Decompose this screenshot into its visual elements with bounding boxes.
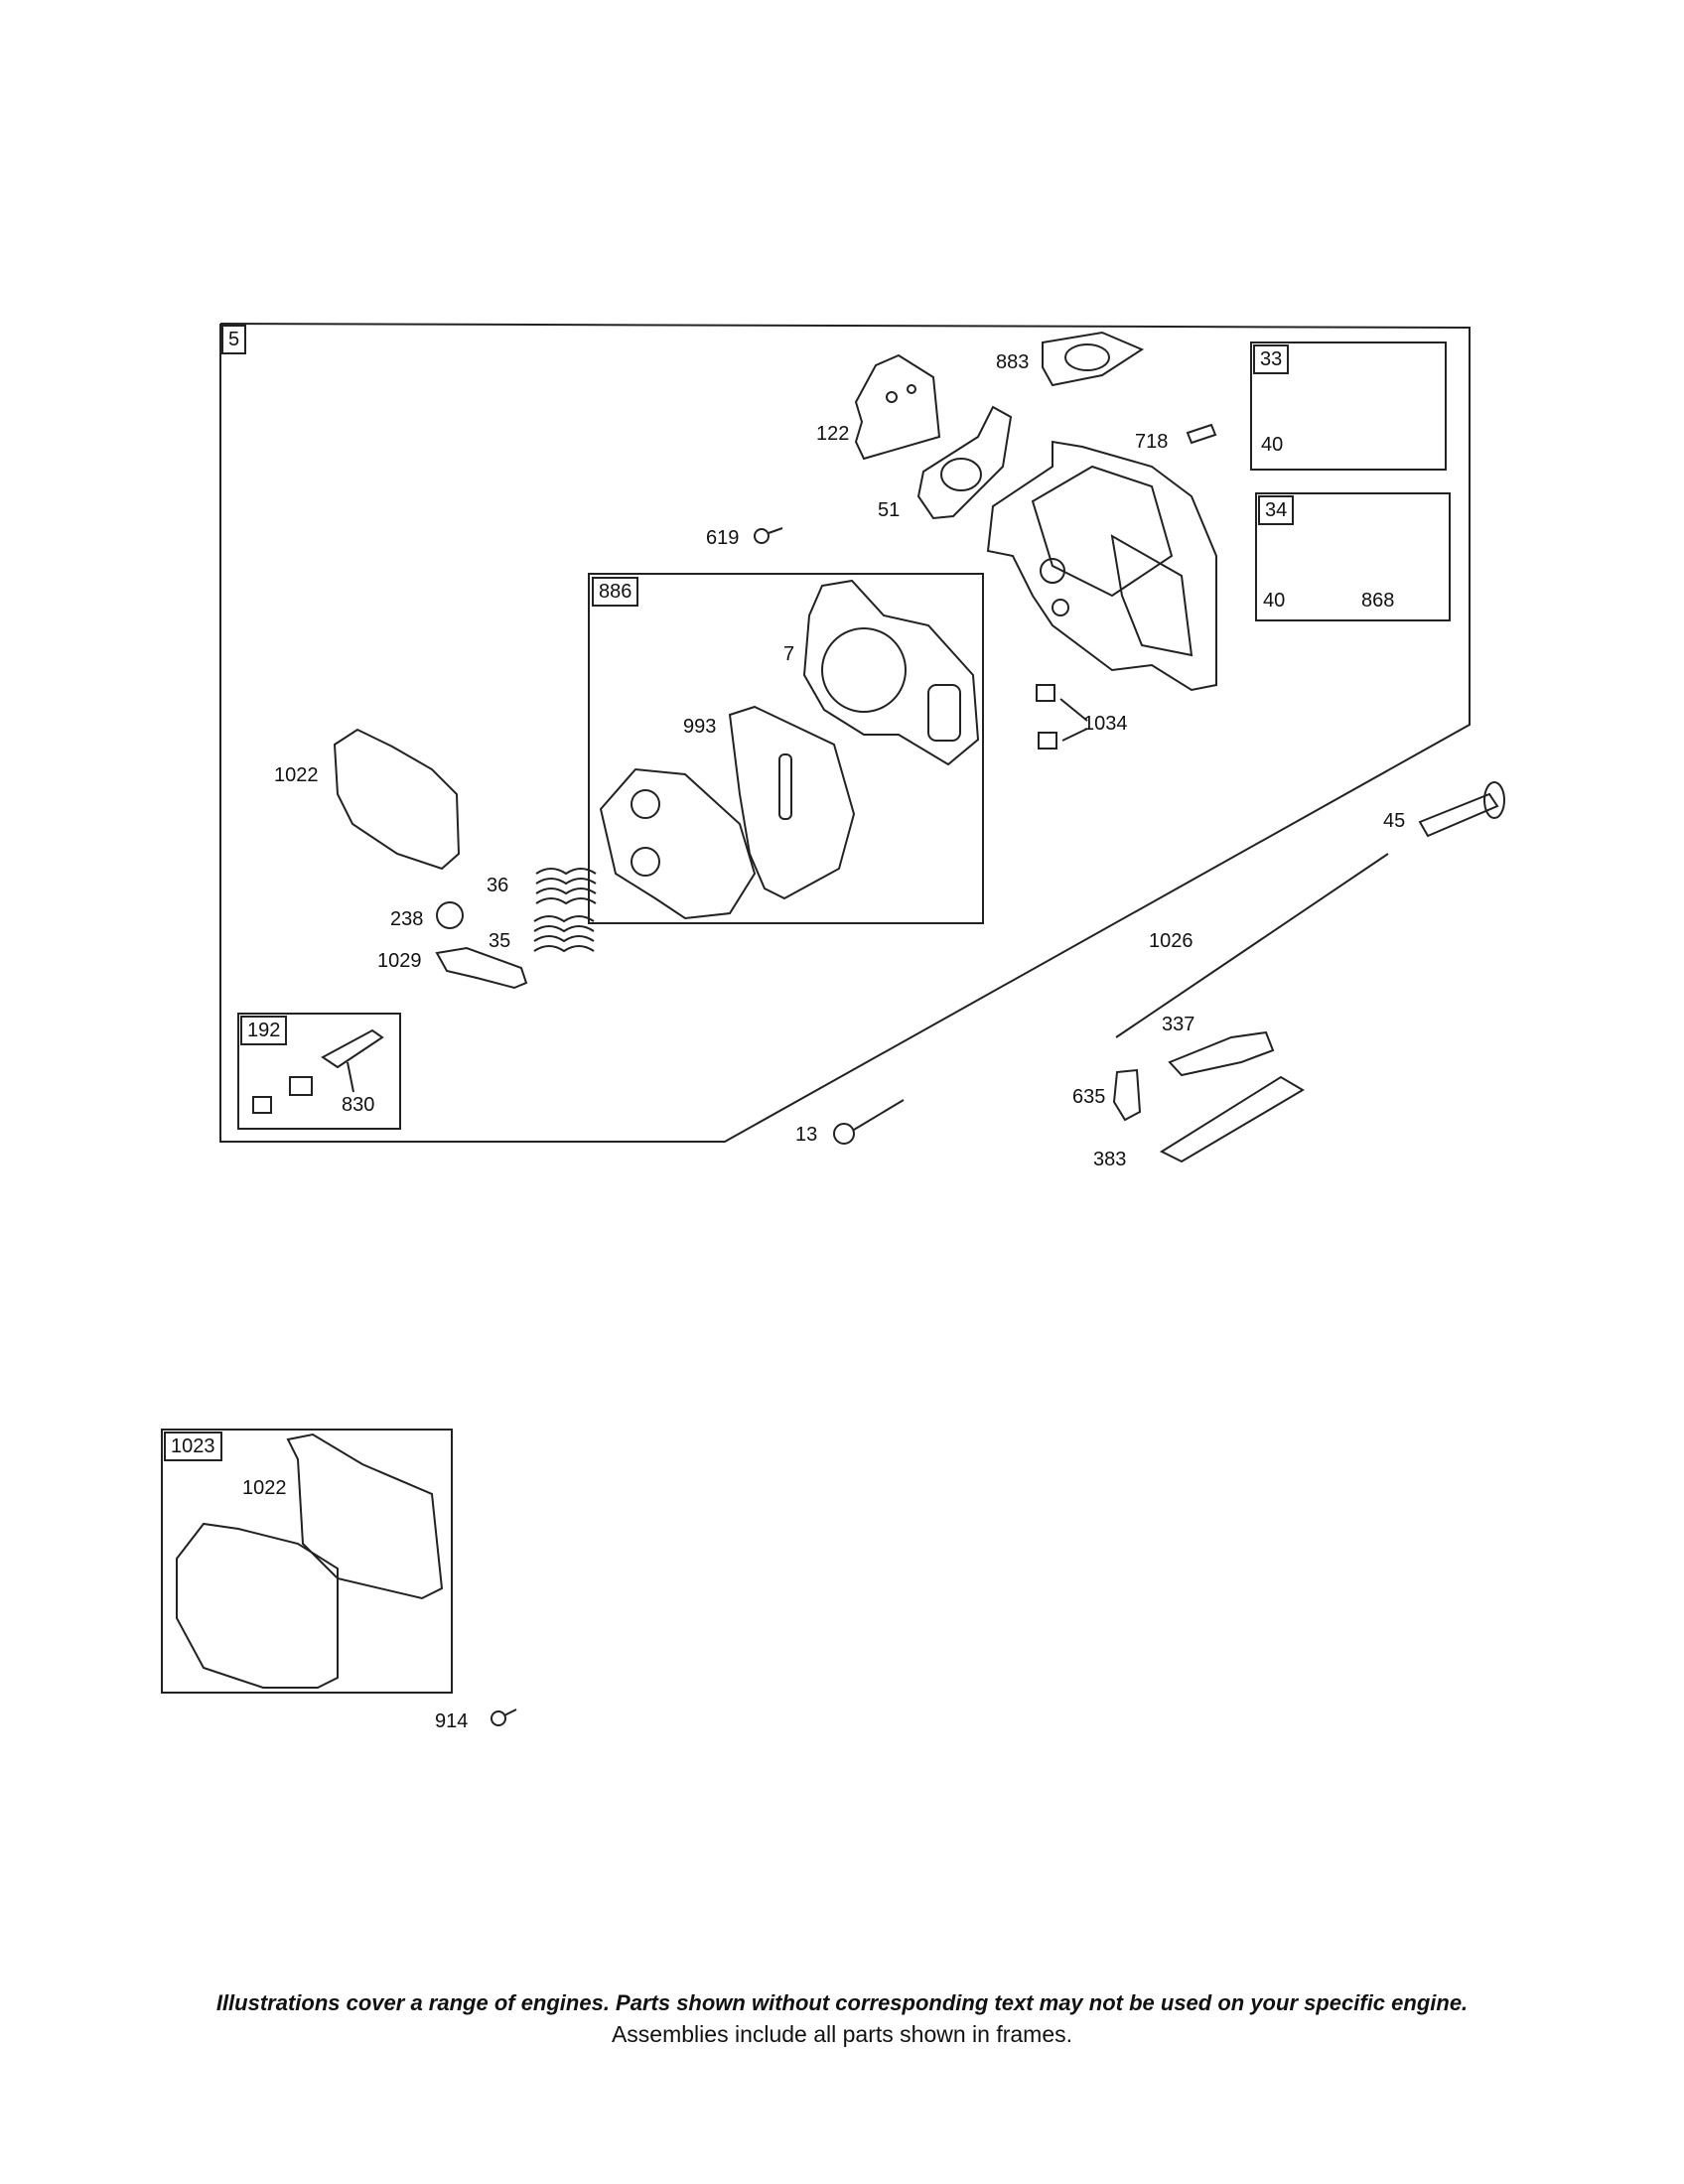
- exhaust-valve-frame: [1250, 341, 1447, 471]
- part-51-gasket: [916, 405, 1013, 520]
- part-383-tool: [1159, 1075, 1305, 1163]
- breather-frame: [237, 1013, 401, 1130]
- part-122-plate: [854, 353, 941, 461]
- part-830-breather: [252, 1028, 384, 1114]
- intake-valve-frame: [1255, 492, 1451, 621]
- callout-868: 868: [1361, 590, 1395, 612]
- part-1034-clip-b: [1038, 732, 1057, 750]
- callout-718: 718: [1135, 431, 1169, 453]
- callout-36: 36: [487, 875, 509, 896]
- part-883-gasket: [1042, 331, 1145, 387]
- callout-7: 7: [783, 643, 795, 665]
- part-35-spring: [533, 915, 595, 953]
- part-36-spring: [535, 868, 597, 905]
- part-1026-pushrod: [1115, 853, 1389, 1038]
- callout-13: 13: [795, 1124, 818, 1146]
- part-7-head-gasket: [802, 579, 980, 766]
- gasket-set-frame: [588, 573, 984, 924]
- callout-122: 122: [816, 423, 850, 445]
- callout-35: 35: [489, 930, 511, 952]
- part-914-screw: [491, 1708, 517, 1726]
- callout-45: 45: [1383, 810, 1406, 832]
- main-frame-outline: [219, 323, 1471, 1143]
- callout-619: 619: [706, 527, 740, 549]
- frame-label-192: 192: [240, 1016, 288, 1045]
- callout-238: 238: [390, 908, 424, 930]
- callout-883: 883: [996, 351, 1030, 373]
- callout-1022: 1022: [274, 764, 319, 786]
- callout-993: 993: [683, 716, 717, 738]
- callout-40-exhaust: 40: [1261, 434, 1284, 456]
- part-1034-clip-a: [1036, 684, 1055, 702]
- frame-label-33: 33: [1253, 344, 1290, 374]
- frame-label-886: 886: [592, 577, 639, 607]
- part-619-screw: [754, 527, 783, 544]
- callout-51: 51: [878, 499, 901, 521]
- callout-914: 914: [435, 1710, 469, 1732]
- footer-assemblies-note: Assemblies include all parts shown in fr…: [611, 2021, 1073, 2047]
- callout-1029: 1029: [377, 950, 422, 972]
- callout-1022-cover: 1022: [242, 1477, 287, 1499]
- part-635-elbow: [1112, 1068, 1142, 1122]
- callout-830: 830: [342, 1094, 375, 1116]
- footer-disclaimer: Illustrations cover a range of engines. …: [215, 1990, 1469, 2015]
- part-1022-gasket: [333, 728, 461, 871]
- part-238-cap: [436, 901, 464, 929]
- part-45-lifter: [1418, 781, 1505, 838]
- part-337-sparkplug: [1168, 1030, 1275, 1077]
- callout-383: 383: [1093, 1149, 1127, 1170]
- frame-label-5: 5: [221, 325, 247, 354]
- part-1029-rocker: [435, 946, 528, 990]
- callout-40-intake: 40: [1263, 590, 1286, 612]
- callout-337: 337: [1162, 1014, 1195, 1035]
- part-13-bolt: [833, 1099, 905, 1145]
- valve-cover-frame: [161, 1429, 453, 1694]
- valve-cover: [176, 1522, 339, 1689]
- callout-1026: 1026: [1149, 930, 1193, 952]
- frame-label-34: 34: [1258, 495, 1295, 525]
- cylinder-head: [986, 440, 1217, 692]
- part-718-pin: [1186, 423, 1217, 445]
- callout-635: 635: [1072, 1086, 1106, 1108]
- frame-label-1023: 1023: [164, 1432, 222, 1461]
- callout-1034: 1034: [1083, 713, 1128, 735]
- part-993-gasket: [728, 705, 856, 900]
- intake-plate: [599, 767, 757, 920]
